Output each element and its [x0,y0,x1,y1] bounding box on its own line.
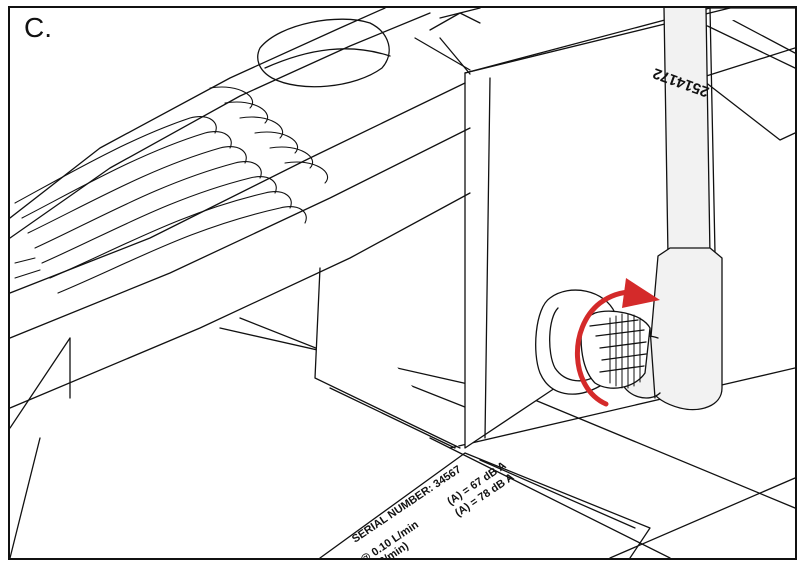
label-plate [319,452,651,558]
figure-frame: C. [8,6,797,560]
panel-letter: C. [24,12,52,43]
device-drawing: 2514172 SERIAL NUMBER: 34567 @ 0.10 L/mi… [10,8,795,558]
rotation-arrow [575,278,660,407]
knurl-teeth [609,313,641,389]
handle-ribs [14,86,328,294]
antenna [618,8,723,411]
ribbed-handle [10,8,481,558]
rating-label: SERIAL NUMBER: 34567 @ 0.10 L/min 3/min)… [350,460,516,558]
